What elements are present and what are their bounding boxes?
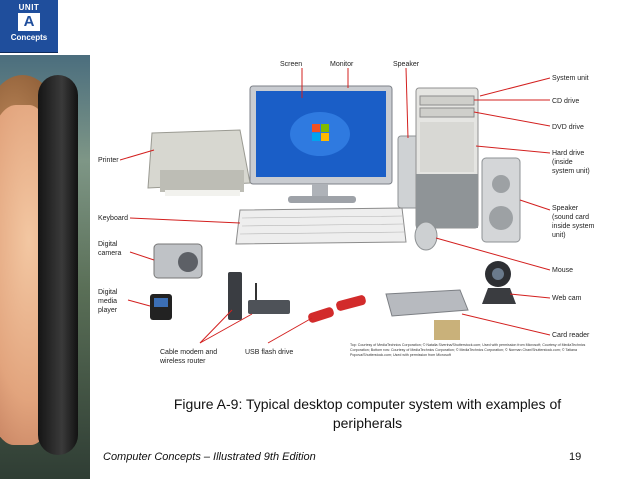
label-system-unit: System unit — [552, 75, 589, 82]
keyboard-image — [235, 207, 407, 245]
label-card-reader: Card reader — [552, 332, 590, 339]
label-digital-camera-2: camera — [98, 250, 121, 257]
label-dvd-drive: DVD drive — [552, 124, 584, 131]
label-speaker-r1: Speaker — [552, 205, 579, 212]
printer-image — [147, 129, 251, 196]
label-media-player-1: Digital — [98, 289, 118, 296]
wireless-router-image — [248, 300, 290, 314]
cable-modem-image — [228, 272, 242, 320]
label-monitor: Monitor — [330, 61, 354, 68]
label-media-player-2: media — [98, 298, 117, 305]
system-unit-image — [415, 87, 479, 229]
label-digital-camera-1: Digital — [98, 241, 118, 248]
label-hard-drive-3: system unit) — [552, 168, 590, 175]
footer-book-title: Computer Concepts – Illustrated 9th Edit… — [103, 451, 316, 463]
label-speaker-r2: (sound card — [552, 214, 589, 221]
headphone-image — [38, 75, 78, 455]
label-printer: Printer — [98, 157, 119, 164]
label-web-cam: Web cam — [552, 295, 582, 302]
label-keyboard: Keyboard — [98, 215, 128, 222]
label-cable-modem-1: Cable modem and — [160, 349, 217, 356]
label-usb-flash: USB flash drive — [245, 349, 293, 356]
figure-drawing: Screen Monitor Speaker System unit CD dr… — [98, 61, 595, 365]
card-reader-image — [385, 289, 469, 317]
side-photo — [0, 55, 90, 479]
label-speaker-r4: unit) — [552, 232, 566, 239]
badge-letter: A — [18, 13, 40, 31]
label-cd-drive: CD drive — [552, 98, 579, 105]
monitor-image — [249, 85, 393, 203]
unit-badge: UNIT A Concepts — [0, 0, 58, 53]
label-speaker-top: Speaker — [393, 61, 420, 68]
figure-illustration: Screen Monitor Speaker System unit CD dr… — [90, 38, 607, 383]
label-hard-drive-2: (inside — [552, 159, 573, 166]
figure-caption: Figure A-9: Typical desktop computer sys… — [173, 396, 562, 431]
leader-lines — [119, 67, 551, 344]
label-cable-modem-2: wireless router — [159, 358, 206, 365]
label-speaker-r3: inside system — [552, 223, 595, 230]
label-mouse: Mouse — [552, 267, 573, 274]
badge-unit: UNIT — [18, 3, 40, 12]
mouse-image — [414, 221, 438, 251]
usb-flash-image — [308, 307, 334, 323]
photo-credits: Top: Courtesy of MediaTechnics Corporati… — [350, 343, 586, 357]
label-screen: Screen — [280, 61, 302, 68]
badge-concepts: Concepts — [10, 33, 48, 42]
label-media-player-3: player — [98, 307, 118, 314]
label-hard-drive-1: Hard drive — [552, 150, 584, 157]
page-number: 19 — [569, 451, 582, 463]
